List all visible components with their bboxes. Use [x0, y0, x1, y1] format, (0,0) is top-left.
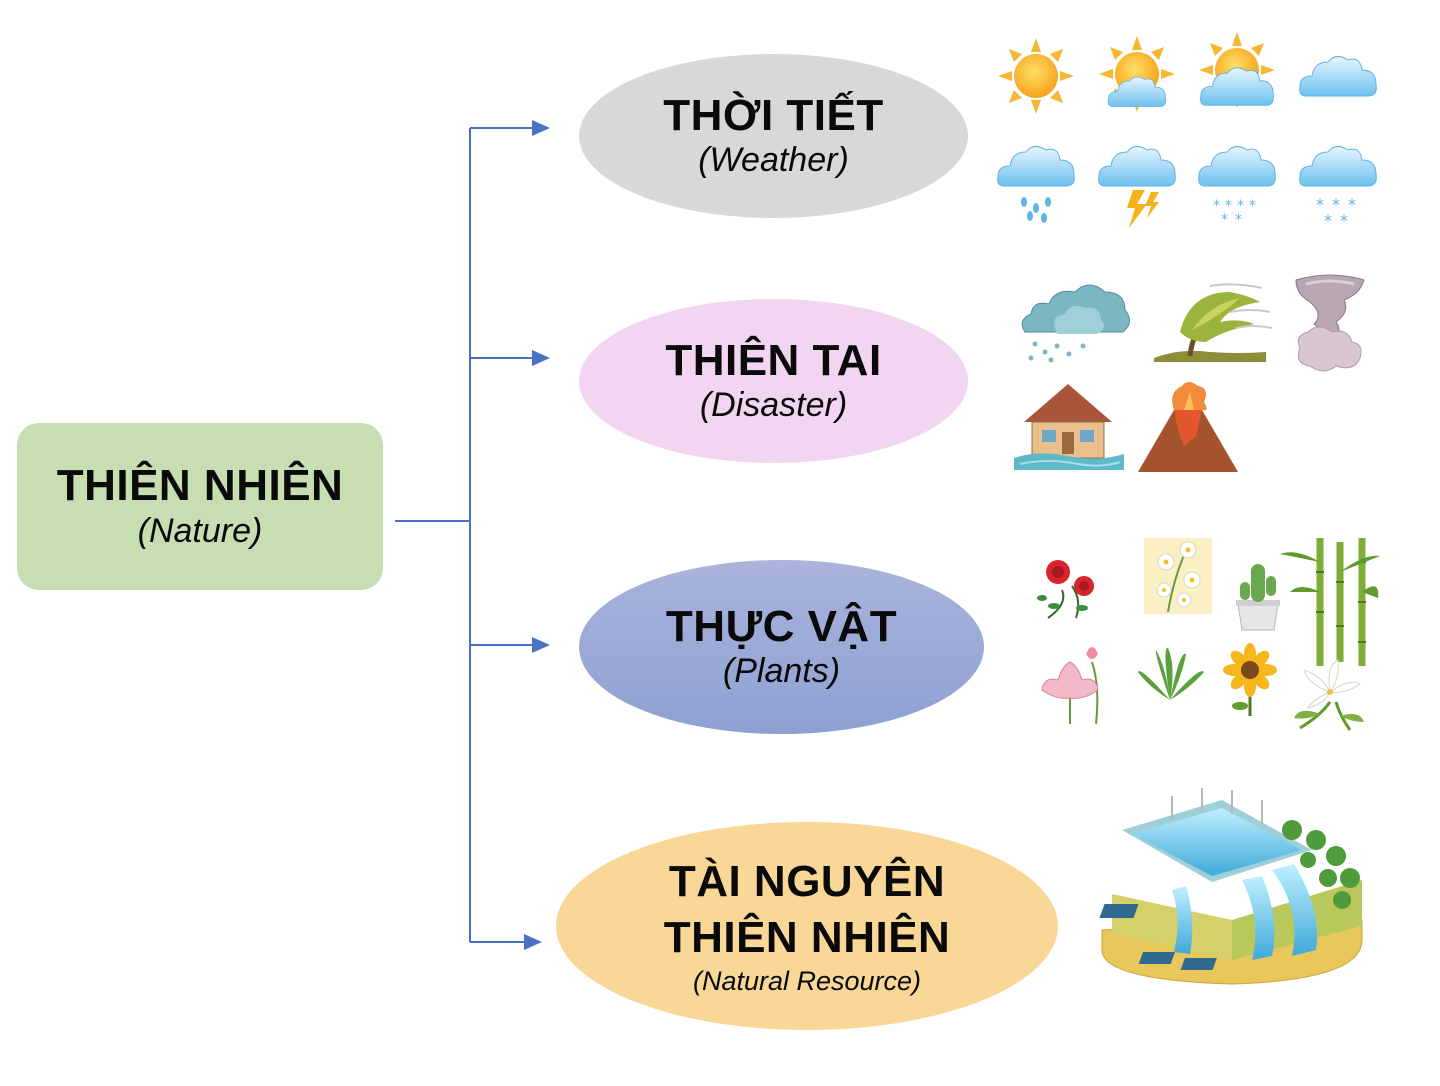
- branch-node-natural-resource: TÀI NGUYÊN THIÊN NHIÊN (Natural Resource…: [556, 822, 1058, 1030]
- sun-cloud-icon: [1099, 36, 1175, 112]
- branch-node-plants: THỰC VẬT (Plants): [579, 560, 984, 734]
- branch-subtitle: (Plants): [722, 652, 841, 691]
- svg-text:*: *: [1340, 211, 1348, 230]
- branch-title: THIÊN TAI: [665, 335, 882, 385]
- cloud-icon: [1299, 55, 1377, 97]
- branch-node-disaster: THIÊN TAI (Disaster): [579, 299, 968, 463]
- branch-title-line1: TÀI NGUYÊN: [668, 857, 946, 907]
- branch-title-line2: THIÊN NHIÊN: [663, 912, 951, 962]
- sunflower-icon: [1223, 643, 1277, 716]
- flood-house-icon: [1014, 384, 1124, 470]
- branch-title: THỰC VẬT: [665, 601, 898, 651]
- rain-icon: [997, 145, 1075, 223]
- svg-text:*: *: [1332, 195, 1340, 214]
- aloe-icon: [1138, 647, 1204, 700]
- partly-cloudy-icon: [1199, 32, 1275, 108]
- thunderstorm-icon: [1098, 145, 1176, 228]
- hydropower-landscape-icon: [1099, 779, 1363, 985]
- white-flower-icon: [1144, 538, 1212, 614]
- root-title: THIÊN NHIÊN: [56, 461, 344, 511]
- root-subtitle: (Nature): [137, 511, 263, 550]
- storm-cloud-icon: [1021, 284, 1130, 363]
- rose-icon: [1037, 560, 1094, 619]
- branch-subtitle: (Disaster): [699, 386, 848, 425]
- svg-text:*: *: [1213, 198, 1220, 214]
- svg-text:*: *: [1237, 198, 1244, 214]
- svg-text:*: *: [1221, 212, 1228, 228]
- svg-text:*: *: [1235, 212, 1242, 228]
- svg-text:*: *: [1348, 195, 1356, 214]
- svg-text:*: *: [1249, 198, 1256, 214]
- cactus-icon: [1236, 564, 1280, 631]
- sun-icon: [998, 38, 1074, 114]
- branch-subtitle: (Natural Resource): [692, 966, 922, 997]
- lily-icon: [1294, 659, 1364, 731]
- svg-text:*: *: [1316, 195, 1324, 214]
- bamboo-icon: [1280, 538, 1380, 666]
- snow-rain-icon: ******: [1198, 145, 1276, 228]
- branch-title: THỜI TIẾT: [663, 90, 884, 140]
- windstorm-tree-icon: [1154, 283, 1273, 362]
- branch-node-weather: THỜI TIẾT (Weather): [579, 54, 968, 218]
- lotus-icon: [1041, 647, 1099, 725]
- svg-text:*: *: [1324, 211, 1332, 230]
- branch-subtitle: (Weather): [698, 141, 849, 180]
- root-node-nature: THIÊN NHIÊN (Nature): [17, 423, 383, 590]
- tornado-icon: [1295, 274, 1365, 372]
- volcano-icon: [1138, 382, 1238, 472]
- svg-text:*: *: [1225, 198, 1232, 214]
- snow-icon: *****: [1299, 145, 1377, 230]
